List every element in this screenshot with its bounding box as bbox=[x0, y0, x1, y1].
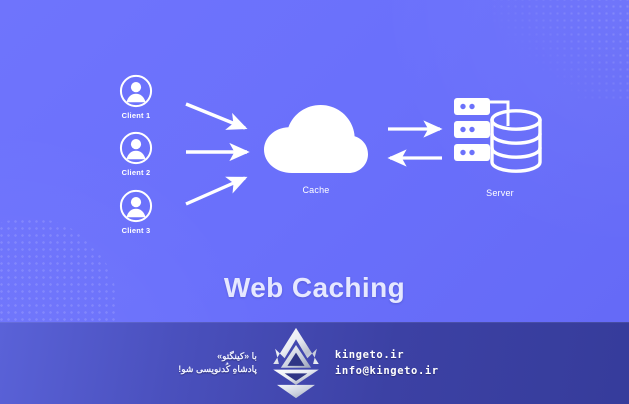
server-label: Server bbox=[486, 188, 514, 198]
arrow-client3-to-cache bbox=[185, 176, 248, 206]
cloud-icon bbox=[264, 105, 368, 173]
cache-label: Cache bbox=[302, 185, 330, 195]
footer-tagline: با «کینگتو» پادشاهِ کُدنویسی شو! bbox=[178, 350, 257, 376]
node-client-1[interactable]: Client 1 bbox=[108, 74, 164, 120]
footer-bar: با «کینگتو» پادشاهِ کُدنویسی شو! bbox=[0, 322, 629, 404]
footer-divider bbox=[0, 322, 629, 323]
node-server[interactable]: Server bbox=[452, 92, 548, 198]
footer-contact: kingeto.ir info@kingeto.ir bbox=[335, 347, 439, 380]
node-client-3[interactable]: Client 3 bbox=[108, 189, 164, 235]
footer-tagline-line-1: با «کینگتو» bbox=[217, 350, 257, 361]
footer-email[interactable]: info@kingeto.ir bbox=[334, 365, 439, 377]
client-2-icon-wrap bbox=[108, 131, 164, 165]
kingeto-crown-logo-icon[interactable] bbox=[265, 326, 327, 400]
server-database-icon bbox=[454, 98, 542, 173]
client-3-label: Client 3 bbox=[121, 226, 151, 235]
footer-website[interactable]: kingeto.ir bbox=[334, 348, 405, 361]
arrow-client1-to-cache bbox=[185, 102, 248, 130]
client-1-icon-wrap bbox=[108, 74, 164, 108]
user-avatar-icon bbox=[119, 131, 153, 165]
client-3-icon-wrap bbox=[108, 189, 164, 223]
node-client-2[interactable]: Client 2 bbox=[108, 131, 164, 177]
client-1-label: Client 1 bbox=[121, 111, 151, 120]
node-cache[interactable]: Cache bbox=[262, 104, 370, 195]
client-2-label: Client 2 bbox=[121, 168, 151, 177]
user-avatar-icon bbox=[119, 74, 153, 108]
footer-content: با «کینگتو» پادشاهِ کُدنویسی شو! bbox=[178, 326, 438, 400]
page-title: Web Caching bbox=[223, 272, 406, 303]
footer-tagline-line-2: پادشاهِ کُدنویسی شو! bbox=[178, 364, 257, 374]
user-avatar-icon bbox=[119, 189, 153, 223]
